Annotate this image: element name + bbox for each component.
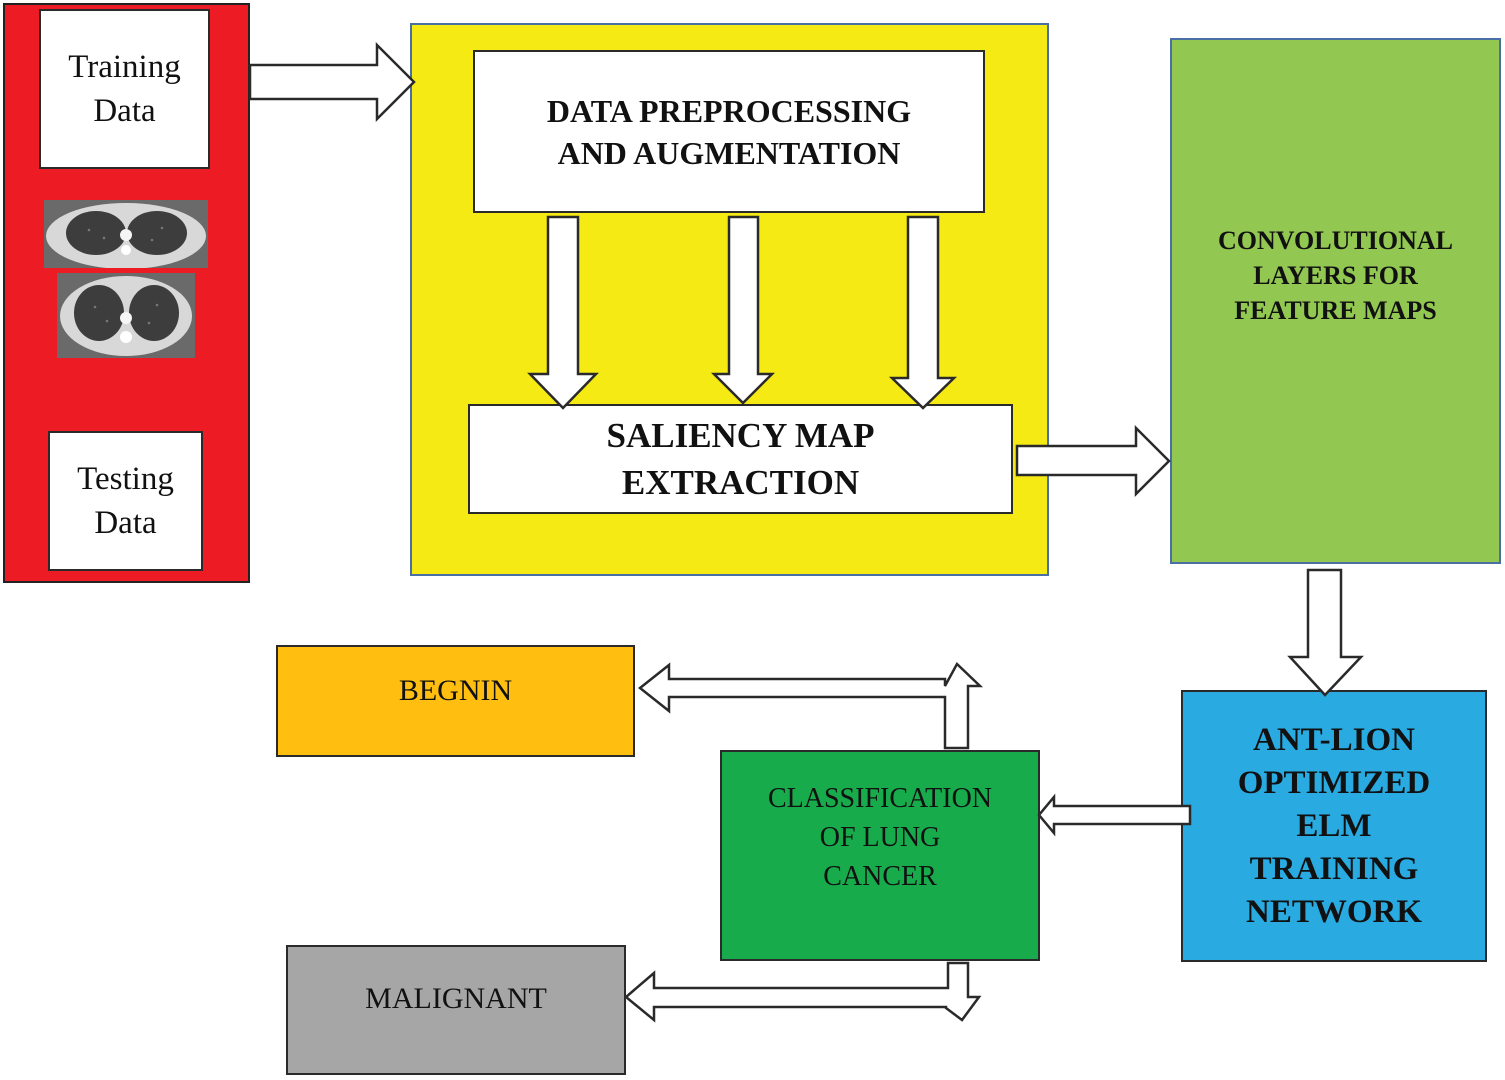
training-data-label: Training Data [68, 49, 181, 129]
arrow-elbow-classification-to-begnin [637, 661, 984, 750]
arrow-down-convolution-to-antlion [1287, 568, 1364, 697]
saliency-map-box: SALIENCY MAP EXTRACTION [468, 404, 1013, 514]
testing-data-box: Testing Data [48, 431, 203, 571]
malignant-label: MALIGNANT [365, 982, 547, 1015]
begnin-label: BEGNIN [398, 674, 513, 707]
convolutional-layers-label: CONVOLUTIONAL LAYERS FOR FEATURE MAPS [1218, 225, 1453, 325]
arrow-elbow-classification-to-malignant [624, 961, 982, 1023]
training-data-box: Training Data [39, 9, 210, 169]
arrow-left-antlion-to-classification [1037, 793, 1192, 837]
malignant-output-box: MALIGNANT [286, 945, 626, 1075]
data-preprocessing-box: DATA PREPROCESSING AND AUGMENTATION [473, 50, 985, 213]
lung-ct-scan-image [44, 200, 208, 268]
ant-lion-elm-box: ANT-LION OPTIMIZED ELM TRAINING NETWORK [1181, 690, 1487, 962]
saliency-map-label: SALIENCY MAP EXTRACTION [606, 416, 875, 502]
lung-ct-scan-image [57, 273, 195, 358]
testing-data-label: Testing Data [77, 461, 174, 541]
convolutional-layers-panel: CONVOLUTIONAL LAYERS FOR FEATURE MAPS [1170, 38, 1501, 564]
arrow-right-training-to-preprocessing [248, 41, 416, 123]
data-preprocessing-label: DATA PREPROCESSING AND AUGMENTATION [546, 92, 912, 171]
ant-lion-elm-label: ANT-LION OPTIMIZED ELM TRAINING NETWORK [1237, 721, 1431, 930]
classification-box: CLASSIFICATION OF LUNG CANCER [720, 750, 1040, 961]
begnin-output-box: BEGNIN [276, 645, 635, 757]
classification-label: CLASSIFICATION OF LUNG CANCER [767, 782, 993, 892]
